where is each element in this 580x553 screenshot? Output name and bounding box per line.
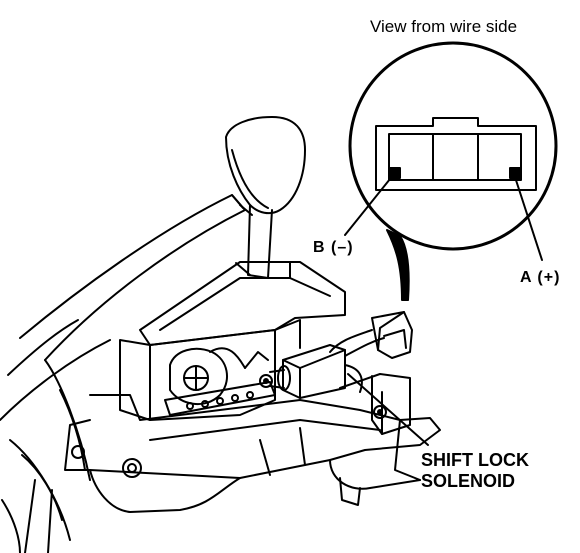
shift-lever bbox=[225, 116, 306, 279]
shift-housing bbox=[119, 261, 346, 421]
inset-circle bbox=[348, 41, 558, 251]
solenoid-label-line2: SOLENOID bbox=[421, 471, 516, 491]
view-caption: View from wire side bbox=[370, 17, 518, 36]
pin-a-label: A (+) bbox=[520, 269, 561, 286]
connector-housing bbox=[375, 117, 537, 191]
console-shroud bbox=[0, 194, 253, 553]
connector-inset bbox=[344, 41, 558, 301]
solenoid-leader bbox=[347, 373, 429, 446]
connector-cavity bbox=[388, 133, 522, 181]
shift-knob bbox=[225, 116, 306, 215]
pin-b-leader bbox=[344, 173, 395, 236]
pin-b-label: B (–) bbox=[313, 239, 354, 256]
shift-lock-solenoid bbox=[269, 311, 429, 446]
shift-lock-solenoid-label: SHIFT LOCK SOLENOID bbox=[421, 450, 529, 492]
pin-a-leader bbox=[513, 173, 543, 261]
inset-pointer bbox=[386, 229, 410, 301]
solenoid-label-line1: SHIFT LOCK bbox=[421, 450, 529, 470]
base-frame bbox=[64, 394, 441, 513]
terminal-b bbox=[389, 167, 401, 179]
